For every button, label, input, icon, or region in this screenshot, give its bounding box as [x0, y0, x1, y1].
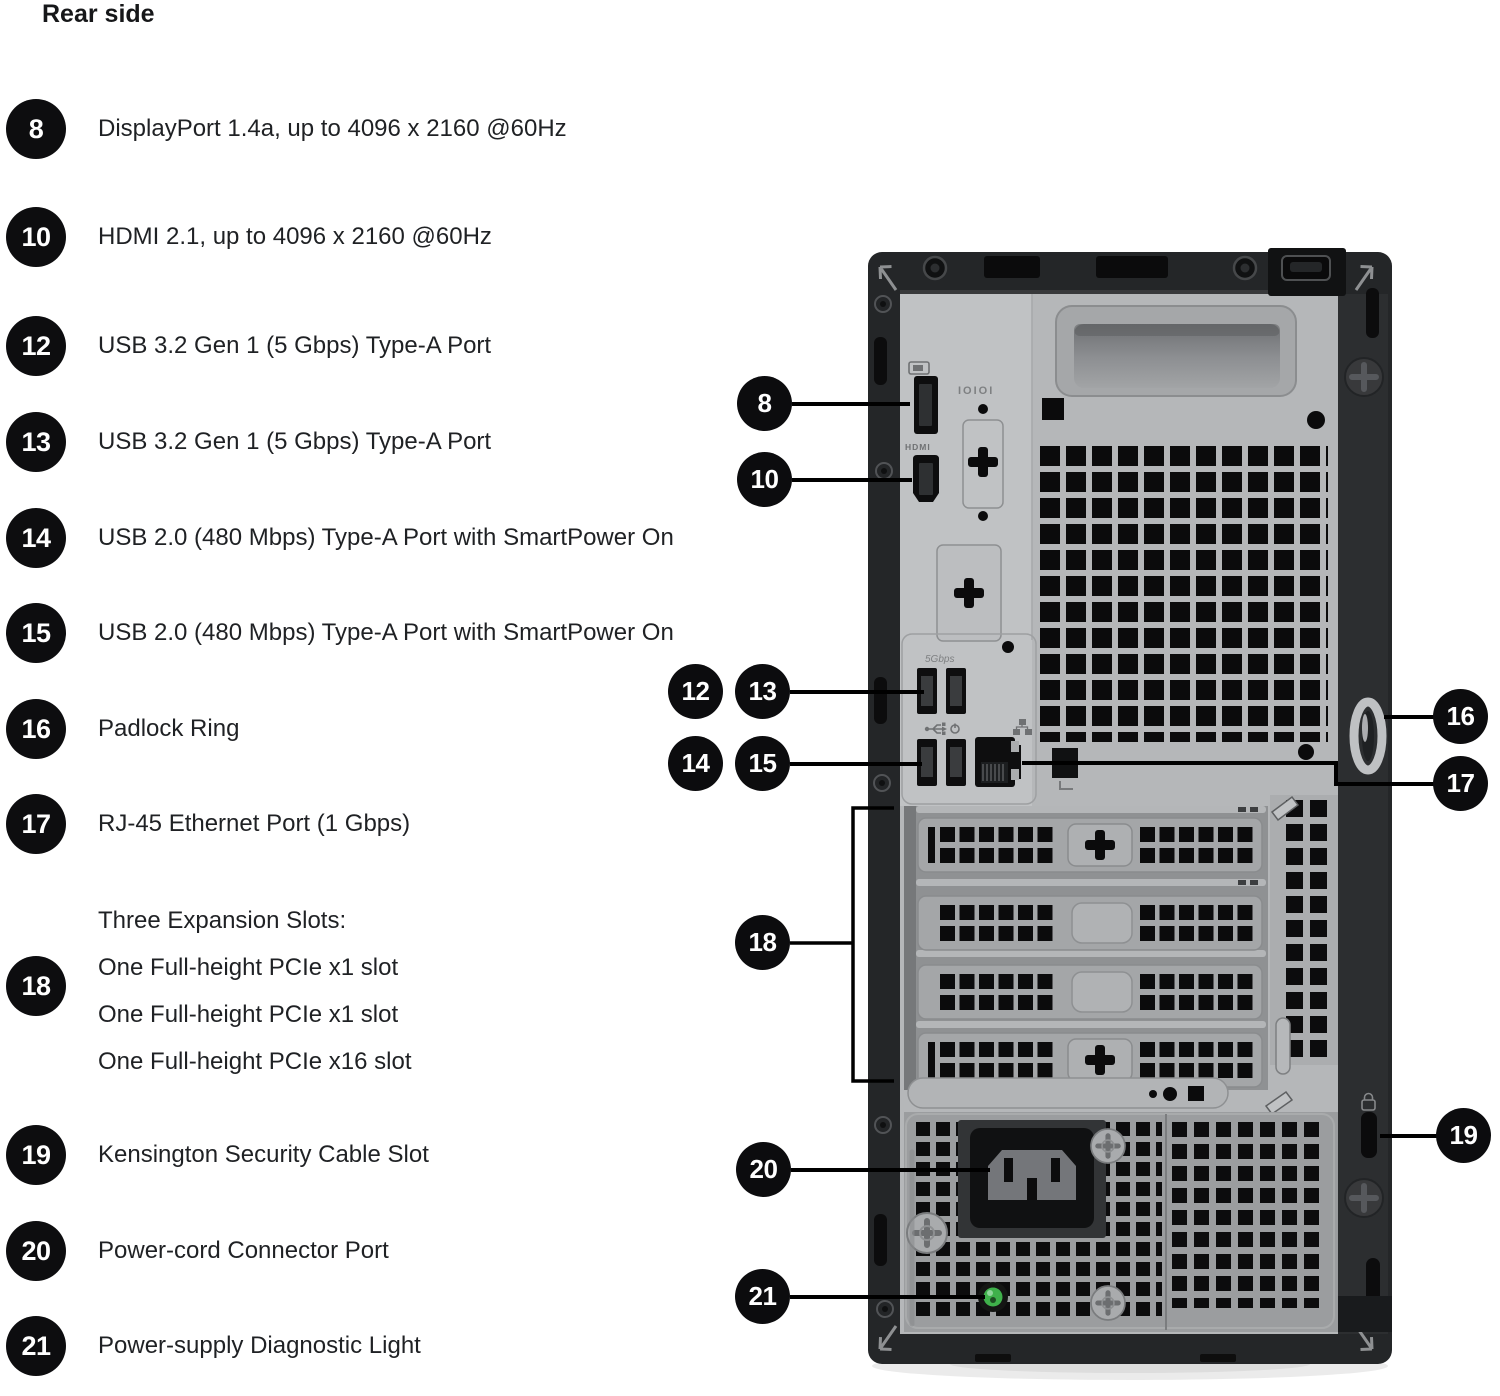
usb-port-15 [946, 739, 966, 786]
carry-handle-recess [1055, 305, 1297, 397]
serial-port-label: IOIOI [958, 385, 994, 397]
page-title: Rear side [42, 0, 155, 28]
usb-speed-label: 5Gbps [925, 654, 954, 665]
top-bezel [878, 248, 1374, 1351]
usb-port-13 [946, 668, 966, 714]
callout-badge-18: 18 [735, 915, 790, 970]
callout-badge-13: 13 [735, 664, 790, 719]
legend-badge-8: 8 [6, 99, 66, 159]
slot-cover-1 [917, 817, 1263, 873]
legend-row-20: 20 Power-cord Connector Port [0, 1221, 389, 1281]
legend-badge-15: 15 [6, 603, 66, 663]
displayport-port [908, 361, 938, 434]
padlock-icon [1361, 1092, 1376, 1111]
left-edge [873, 295, 894, 1318]
legend-label-14: USB 2.0 (480 Mbps) Type-A Port with Smar… [98, 524, 674, 551]
diagnostic-led [978, 1282, 1008, 1312]
slot-cover-3 [917, 964, 1263, 1020]
legend-label-13: USB 3.2 Gen 1 (5 Gbps) Type-A Port [98, 428, 492, 455]
usb-port-12 [917, 668, 937, 714]
legend-badge-19: 19 [6, 1125, 66, 1185]
legend-label-17: RJ-45 Ethernet Port (1 Gbps) [98, 810, 411, 837]
callout-badge-15: 15 [735, 736, 790, 791]
legend-label-21: Power-supply Diagnostic Light [98, 1332, 421, 1359]
smartpower-icon [950, 723, 960, 734]
power-supply-area [904, 1112, 1338, 1332]
hdmi-port: HDMI [905, 442, 939, 502]
legend-label-15: USB 2.0 (480 Mbps) Type-A Port with Smar… [98, 619, 674, 646]
legend-row-15: 15 USB 2.0 (480 Mbps) Type-A Port with Sm… [0, 603, 674, 663]
legend-label-10: HDMI 2.1, up to 4096 x 2160 @60Hz [98, 223, 492, 250]
legend-label-18: Three Expansion Slots: One Full-height P… [98, 907, 412, 1075]
slot-cover-4 [917, 1032, 1263, 1088]
legend-badge-13: 13 [6, 412, 66, 472]
network-icon [1013, 719, 1032, 735]
usb-icon [924, 722, 947, 735]
callout-leader-lines [790, 402, 1438, 1299]
vent-grid [1040, 446, 1328, 742]
legend-badge-16: 16 [6, 699, 66, 759]
legend-row-16: 16 Padlock Ring [0, 699, 239, 759]
callout-badge-12: 12 [668, 664, 723, 719]
legend-row-14: 14 USB 2.0 (480 Mbps) Type-A Port with Sm… [0, 508, 674, 568]
legend-label-19: Kensington Security Cable Slot [98, 1141, 429, 1168]
legend-row-21: 21 Power-supply Diagnostic Light [0, 1316, 421, 1376]
ethernet-port [975, 737, 1021, 787]
legend-badge-14: 14 [6, 508, 66, 568]
legend-row-13: 13 USB 3.2 Gen 1 (5 Gbps) Type-A Port [0, 412, 491, 472]
legend-row-10: 10 HDMI 2.1, up to 4096 x 2160 @60Hz [0, 207, 492, 267]
callout-badge-20: 20 [736, 1142, 791, 1197]
legend-row-19: 19 Kensington Security Cable Slot [0, 1125, 429, 1185]
slot-cover-2 [917, 895, 1263, 951]
callout-badge-19: 19 [1436, 1108, 1491, 1163]
expansion-bracket [790, 806, 894, 1083]
legend-badge-18: 18 [6, 956, 66, 1016]
hdmi-label: HDMI [905, 442, 931, 452]
legend-label-20: Power-cord Connector Port [98, 1237, 389, 1264]
callout-badge-10: 10 [737, 452, 792, 507]
serial-port-knockouts: IOIOI [936, 385, 1014, 653]
legend-badge-17: 17 [6, 794, 66, 854]
legend-label-16: Padlock Ring [98, 715, 240, 742]
usb-lan-cluster: 5Gbps [901, 633, 1078, 805]
displayport-icon [908, 361, 930, 375]
legend-label-8: DisplayPort 1.4a, up to 4096 x 2160 @60H… [98, 115, 567, 142]
legend-row-17: 17 RJ-45 Ethernet Port (1 Gbps) [0, 794, 410, 854]
side-vent-strip [1286, 800, 1332, 1060]
callout-badge-17: 17 [1433, 756, 1488, 811]
padlock-ring [1349, 697, 1387, 775]
callout-badge-8: 8 [737, 376, 792, 431]
legend-label-12: USB 3.2 Gen 1 (5 Gbps) Type-A Port [98, 332, 492, 359]
chassis-screw [1345, 358, 1383, 396]
legend-row-8: 8 DisplayPort 1.4a, up to 4096 x 2160 @60… [0, 99, 567, 159]
power-inlet [958, 1120, 1106, 1238]
callout-badge-21: 21 [735, 1269, 790, 1324]
legend-badge-21: 21 [6, 1316, 66, 1376]
right-edge [1338, 288, 1392, 1332]
callout-badge-14: 14 [668, 736, 723, 791]
legend-row-12: 12 USB 3.2 Gen 1 (5 Gbps) Type-A Port [0, 316, 491, 376]
top-latch [1268, 248, 1346, 296]
kensington-slot [1361, 1112, 1377, 1158]
legend-badge-12: 12 [6, 316, 66, 376]
legend-badge-10: 10 [6, 207, 66, 267]
legend-badge-20: 20 [6, 1221, 66, 1281]
usb-port-14 [917, 739, 937, 786]
callout-badge-16: 16 [1433, 689, 1488, 744]
expansion-slots [904, 795, 1338, 1116]
